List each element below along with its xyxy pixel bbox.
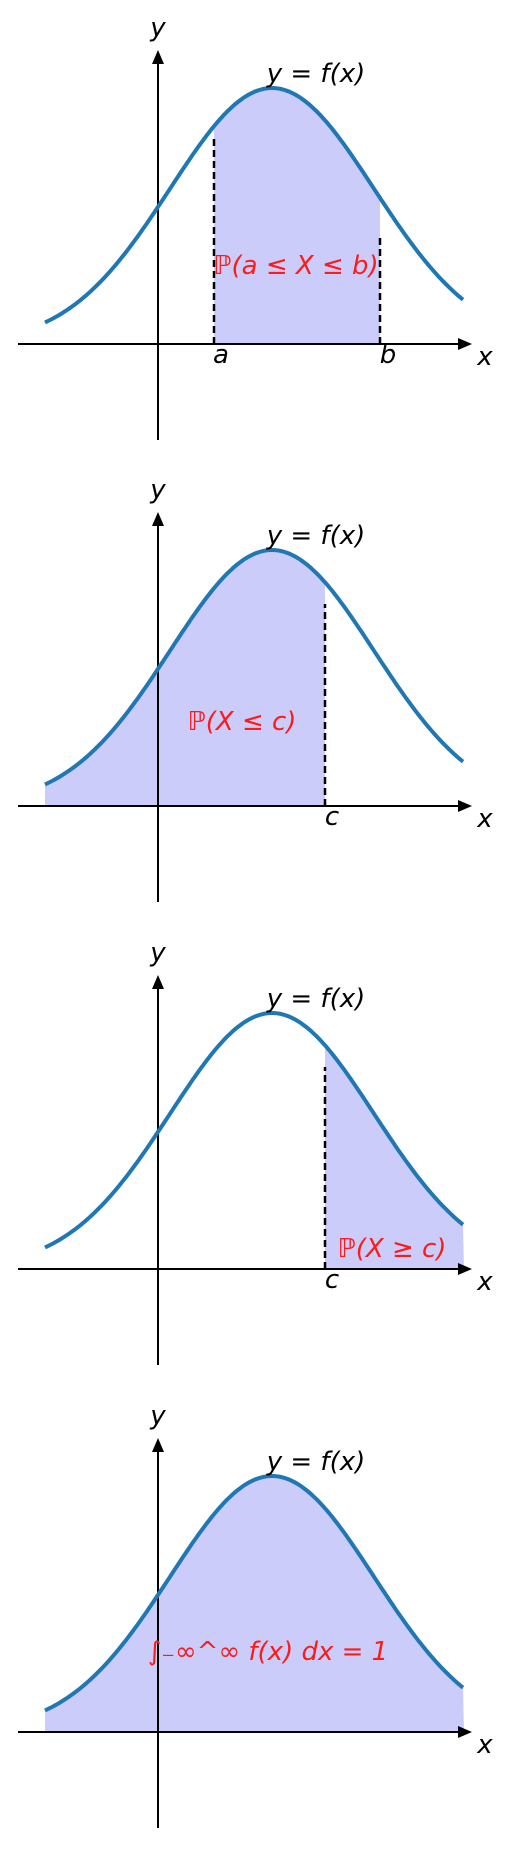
panel-total-area: y x y = f(x) ∫₋∞^∞ f(x) dx = 1 <box>18 1401 493 1828</box>
marker-label-c: c <box>325 802 339 832</box>
x-axis-arrow-icon <box>458 338 472 350</box>
x-axis-label: x <box>476 1730 493 1760</box>
probability-label: ℙ(X ≥ c) <box>338 1234 447 1264</box>
x-axis-arrow-icon <box>458 800 472 812</box>
probability-label: ℙ(X ≤ c) <box>188 707 297 737</box>
y-axis-arrow-icon <box>152 512 164 526</box>
y-axis-label: y <box>149 938 166 968</box>
y-axis-label: y <box>149 13 166 43</box>
shaded-area-above-c <box>325 1045 464 1269</box>
density-curve <box>44 548 465 787</box>
density-curve <box>44 1474 465 1713</box>
curve-label: y = f(x) <box>266 984 366 1014</box>
x-axis-label: x <box>476 342 493 372</box>
marker-label-a: a <box>213 340 229 370</box>
shaded-area-below-c <box>45 550 325 806</box>
curve-label: y = f(x) <box>266 1447 366 1477</box>
shaded-area-a-to-b <box>214 88 380 344</box>
x-axis-label: x <box>476 804 493 834</box>
density-curve <box>44 1011 465 1250</box>
panel-left-tail: y x y = f(x) c ℙ(X ≤ c) <box>18 475 493 902</box>
shaded-area-total <box>45 1476 464 1732</box>
x-axis-arrow-icon <box>458 1726 472 1738</box>
y-axis-arrow-icon <box>152 50 164 64</box>
density-curve <box>44 86 465 325</box>
y-axis-label: y <box>149 475 166 505</box>
y-axis-arrow-icon <box>152 975 164 989</box>
curve-label: y = f(x) <box>266 521 366 551</box>
x-axis-arrow-icon <box>458 1263 472 1275</box>
probability-label: ℙ(a ≤ X ≤ b) <box>213 251 378 281</box>
x-axis-label: x <box>476 1267 493 1297</box>
curve-label: y = f(x) <box>266 59 366 89</box>
marker-label-b: b <box>380 340 397 370</box>
marker-label-c: c <box>325 1265 339 1295</box>
y-axis-arrow-icon <box>152 1438 164 1452</box>
panel-right-tail: y x y = f(x) c ℙ(X ≥ c) <box>18 938 493 1365</box>
probability-label: ∫₋∞^∞ f(x) dx = 1 <box>148 1637 388 1667</box>
panel-between: y x y = f(x) a b ℙ(a ≤ X ≤ b) <box>18 13 493 440</box>
y-axis-label: y <box>149 1401 166 1431</box>
